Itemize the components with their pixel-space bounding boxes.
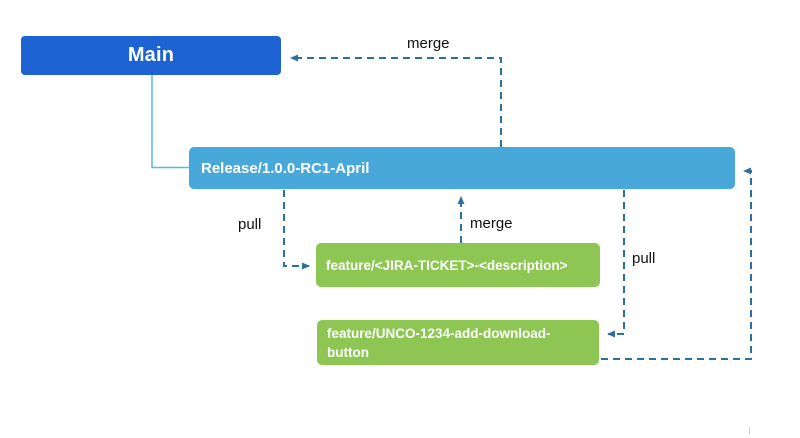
- edge-label-pull-left: pull: [238, 216, 262, 233]
- branch-node-feature-unco: feature/UNCO-1234-add-download-button: [317, 320, 599, 365]
- edge-merge-release-to-main: [290, 54, 502, 147]
- edge-pull-release-to-feature-template: [283, 190, 310, 270]
- branch-node-feature-template: feature/<JIRA-TICKET>-<description>: [316, 243, 600, 287]
- branch-node-release-label: Release/1.0.0-RC1-April: [201, 159, 370, 177]
- cursor-artifact: [749, 427, 750, 434]
- edge-label-pull-right: pull: [632, 250, 656, 267]
- edge-merge-feature-unco-to-release: [601, 167, 752, 360]
- branch-node-main-label: Main: [127, 44, 175, 66]
- branch-node-release: Release/1.0.0-RC1-April: [189, 147, 735, 189]
- edge-label-merge-top: merge: [407, 35, 450, 52]
- branch-node-feature-unco-label: feature/UNCO-1234-add-download-button: [327, 325, 551, 360]
- edge-pull-release-to-feature-unco: [607, 190, 625, 338]
- edge-label-merge-middle: merge: [470, 215, 513, 232]
- branch-node-main: Main: [21, 36, 281, 75]
- edge-branch-main-to-release: [151, 75, 190, 169]
- branch-node-feature-template-label: feature/<JIRA-TICKET>-<description>: [326, 257, 568, 273]
